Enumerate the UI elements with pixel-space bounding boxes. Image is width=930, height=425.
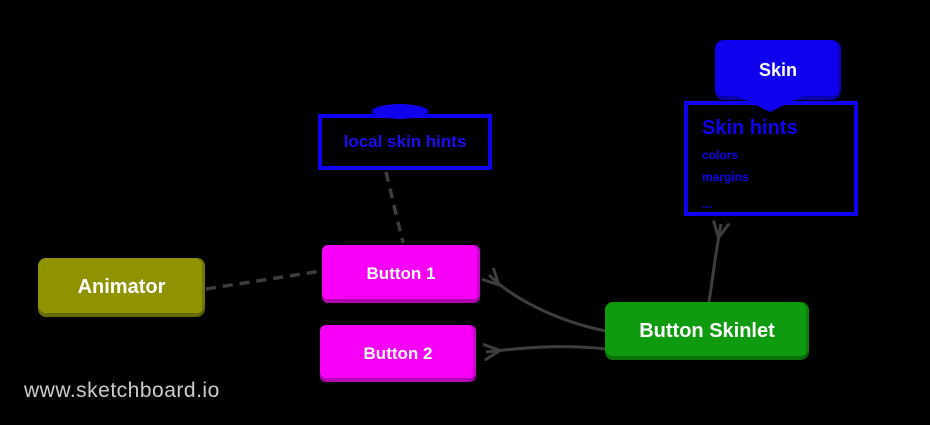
edge-skinlet-to-button2[interactable] [486, 347, 607, 352]
node-local-skin-hints[interactable]: local skin hints [318, 114, 492, 170]
node-skin[interactable]: Skin [715, 40, 841, 100]
edge-animator-to-button1[interactable] [205, 269, 322, 291]
node-button-skinlet[interactable]: Button Skinlet [605, 302, 809, 360]
node-button-2[interactable]: Button 2 [320, 325, 476, 382]
sketchboard-watermark: www.sketchboard.io [24, 379, 220, 402]
node-skin-label: Skin [758, 59, 797, 80]
edge-skinlet-to-skin-hints[interactable] [707, 224, 721, 303]
node-local-skin-hints-label: local skin hints [343, 132, 467, 151]
node-animator-label: Animator [77, 276, 166, 298]
node-skin-hints[interactable]: Skin hints colors margins ... [684, 101, 858, 216]
node-button-1[interactable]: Button 1 [322, 245, 480, 303]
edge-skinlet-to-button1[interactable] [489, 275, 607, 333]
node-button-skinlet-label: Button Skinlet [639, 319, 775, 342]
node-animator[interactable]: Animator [38, 258, 205, 317]
node-button-2-label: Button 2 [363, 343, 433, 363]
edge-local-skin-hints-to-button1[interactable] [384, 171, 405, 244]
skin-hints-item-colors: colors [702, 148, 739, 162]
node-button-1-label: Button 1 [366, 264, 436, 283]
skin-hints-title: Skin hints [702, 117, 798, 139]
skin-hints-item-margins: margins [702, 170, 749, 184]
skin-hints-item-ellipsis: ... [702, 197, 713, 211]
